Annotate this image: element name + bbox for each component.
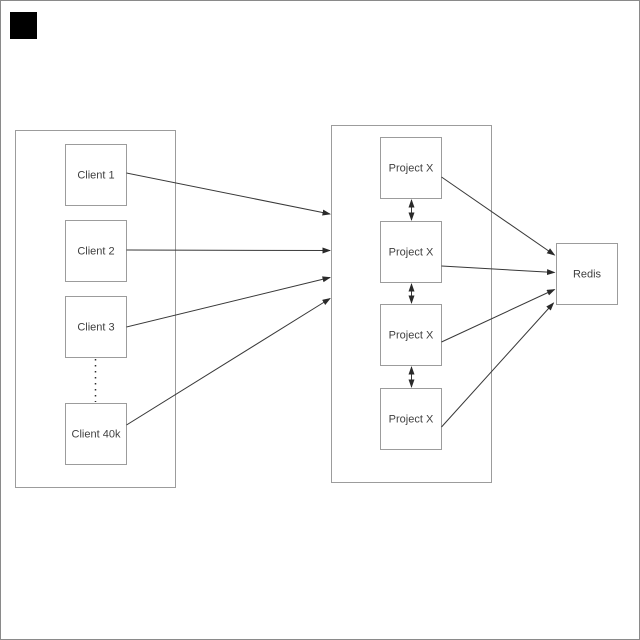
node-project-2: Project X (380, 221, 442, 283)
corner-black-square (10, 12, 37, 39)
client-3-label: Client 3 (77, 322, 114, 334)
redis-label: Redis (573, 269, 602, 281)
redis-box (556, 243, 618, 305)
project-2-label: Project X (389, 247, 434, 259)
client-2-box (65, 220, 127, 282)
node-client-3: Client 3 (65, 296, 127, 358)
node-client-40k: Client 40k (65, 403, 127, 465)
node-redis: Redis (556, 243, 618, 305)
node-project-4: Project X (380, 388, 442, 450)
arrow-client1-to-projects-group (126, 172, 331, 216)
project-4-label: Project X (389, 414, 434, 426)
client-3-box (65, 296, 127, 358)
arrow-client40k-to-projects-group (126, 297, 331, 426)
arrow-project4-to-redis (441, 302, 555, 428)
arrow-project1-to-redis (441, 176, 556, 256)
arrow-project3-to-redis (441, 289, 556, 343)
arrow-client3-to-projects-group (126, 276, 331, 328)
project-4-box (380, 388, 442, 450)
project-3-box (380, 304, 442, 366)
node-project-3: Project X (380, 304, 442, 366)
project-2-box (380, 221, 442, 283)
project-1-label: Project X (389, 163, 434, 175)
arrow-project2-to-redis (441, 265, 556, 276)
project-3-label: Project X (389, 330, 434, 342)
project-1-box (380, 137, 442, 199)
node-client-1: Client 1 (65, 144, 127, 206)
client-40k-label: Client 40k (72, 429, 121, 441)
arrow-client2-to-projects-group (126, 247, 331, 254)
client-1-label: Client 1 (77, 170, 114, 182)
client-40k-box (65, 403, 127, 465)
node-client-2: Client 2 (65, 220, 127, 282)
node-project-1: Project X (380, 137, 442, 199)
client-1-box (65, 144, 127, 206)
client-2-label: Client 2 (77, 246, 114, 258)
